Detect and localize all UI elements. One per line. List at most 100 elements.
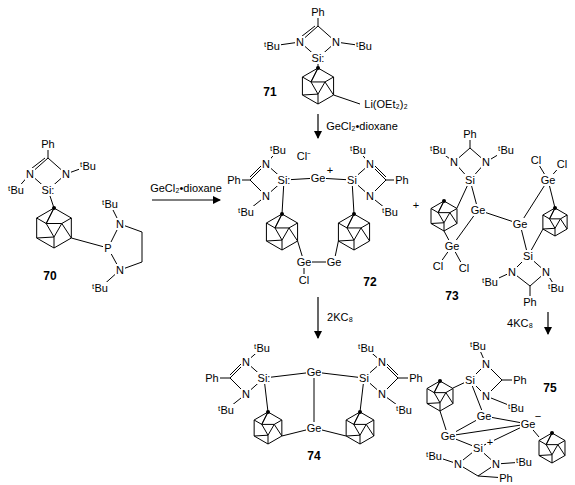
bond-line — [431, 209, 438, 213]
bond-line — [254, 435, 268, 437]
reaction-arrow — [152, 199, 220, 200]
atom-label: Ge — [512, 218, 529, 230]
bond-line — [360, 412, 374, 420]
bond-line — [266, 223, 267, 241]
bond-line — [274, 424, 282, 436]
bond-line — [564, 441, 565, 456]
bond-line — [354, 412, 360, 424]
bond-line — [254, 420, 262, 424]
atom-label: N — [507, 266, 517, 278]
atom-label: Ge — [470, 204, 487, 216]
bond-line — [282, 241, 298, 250]
bond-line — [62, 218, 72, 224]
atom-label: Ge — [306, 422, 323, 434]
bond-line — [558, 445, 565, 456]
bond-line — [543, 229, 555, 236]
bond-line — [446, 389, 453, 393]
bond-line — [440, 393, 446, 403]
atom-label: N — [377, 388, 387, 400]
atom-label: Li(OEt₂)₂ — [363, 98, 408, 110]
atom-label: Ge — [306, 366, 323, 378]
bond-line — [444, 213, 450, 223]
bond-line — [444, 201, 457, 209]
bond-line — [268, 424, 274, 435]
atom-label: N — [115, 264, 125, 276]
bond-line — [434, 393, 440, 403]
bond-line — [347, 214, 354, 228]
bond-line — [369, 223, 370, 241]
atom-label: ᵗBu — [481, 276, 499, 288]
bond-line — [289, 228, 298, 241]
bond-line — [46, 223, 62, 224]
bond-line — [275, 214, 282, 228]
bond-line — [346, 436, 360, 444]
bond-line — [543, 228, 555, 230]
bond-line — [347, 228, 354, 240]
bond-line — [347, 214, 354, 228]
atom-label: Si — [346, 174, 358, 186]
compound-number: 70 — [43, 269, 56, 283]
atom-label: ᵗBu — [355, 40, 373, 52]
bond-line — [262, 424, 274, 425]
bond-line — [254, 436, 268, 444]
bond-line — [427, 402, 440, 404]
bond-line — [366, 424, 374, 436]
bond-line — [558, 441, 565, 445]
atom-label: N — [61, 168, 71, 180]
atom-label: Ph — [40, 138, 55, 150]
atom-label: Cl — [432, 260, 444, 272]
atom-label: N — [365, 190, 375, 202]
atom-label: N — [365, 158, 375, 170]
atom-label: Ph — [226, 174, 241, 186]
bond-line — [360, 424, 366, 435]
bond-line — [431, 209, 432, 224]
bond-line — [266, 241, 282, 250]
bond-line — [302, 77, 303, 95]
bond-line — [37, 218, 47, 224]
bond-line — [71, 218, 72, 238]
bond-line — [438, 213, 444, 223]
bond-line — [325, 82, 334, 95]
carbon-dot — [352, 212, 356, 216]
atom-label: ᵗBu — [425, 450, 443, 462]
bond-line — [346, 420, 354, 424]
bond-line — [354, 412, 360, 424]
compound-number: 74 — [307, 449, 320, 463]
bond-line — [311, 68, 318, 82]
compound-region: 70 — [0, 130, 150, 295]
bond-line — [360, 436, 374, 444]
carbon-dot — [280, 212, 284, 216]
atom-label: N — [261, 190, 271, 202]
bond-line — [46, 208, 54, 224]
bond-line — [142, 232, 143, 262]
atom-label: Ge — [296, 256, 313, 268]
bond-line — [555, 208, 567, 215]
bond-line — [282, 240, 283, 250]
atom-label: ᵗBu — [91, 282, 109, 294]
bond-line — [333, 77, 334, 95]
atom-label: N — [115, 218, 125, 230]
atom-label: Si: — [257, 372, 272, 384]
atom-label: Ph — [310, 6, 325, 18]
reagent-label: GeCl₂•dioxane — [325, 120, 399, 132]
bond-line — [427, 389, 428, 404]
atom-label: N — [481, 358, 491, 370]
bond-line — [347, 227, 361, 228]
bond-line — [62, 224, 72, 239]
atom-label: N — [241, 388, 251, 400]
bond-line — [450, 213, 457, 224]
atom-label: N — [481, 390, 491, 402]
atom-label: Si — [464, 174, 476, 186]
bond-line — [539, 456, 552, 464]
atom-label: Cl — [556, 158, 568, 170]
bond-line — [546, 444, 558, 445]
atom-label: Si — [358, 372, 370, 384]
bond-line — [552, 433, 565, 441]
bond-line — [289, 223, 298, 228]
bond-line — [311, 68, 318, 82]
atom-label: Si — [472, 442, 484, 454]
atom-label: N — [295, 36, 305, 48]
reaction-arrow — [547, 312, 548, 334]
atom-label: N — [449, 156, 459, 168]
bond-line — [54, 238, 71, 248]
